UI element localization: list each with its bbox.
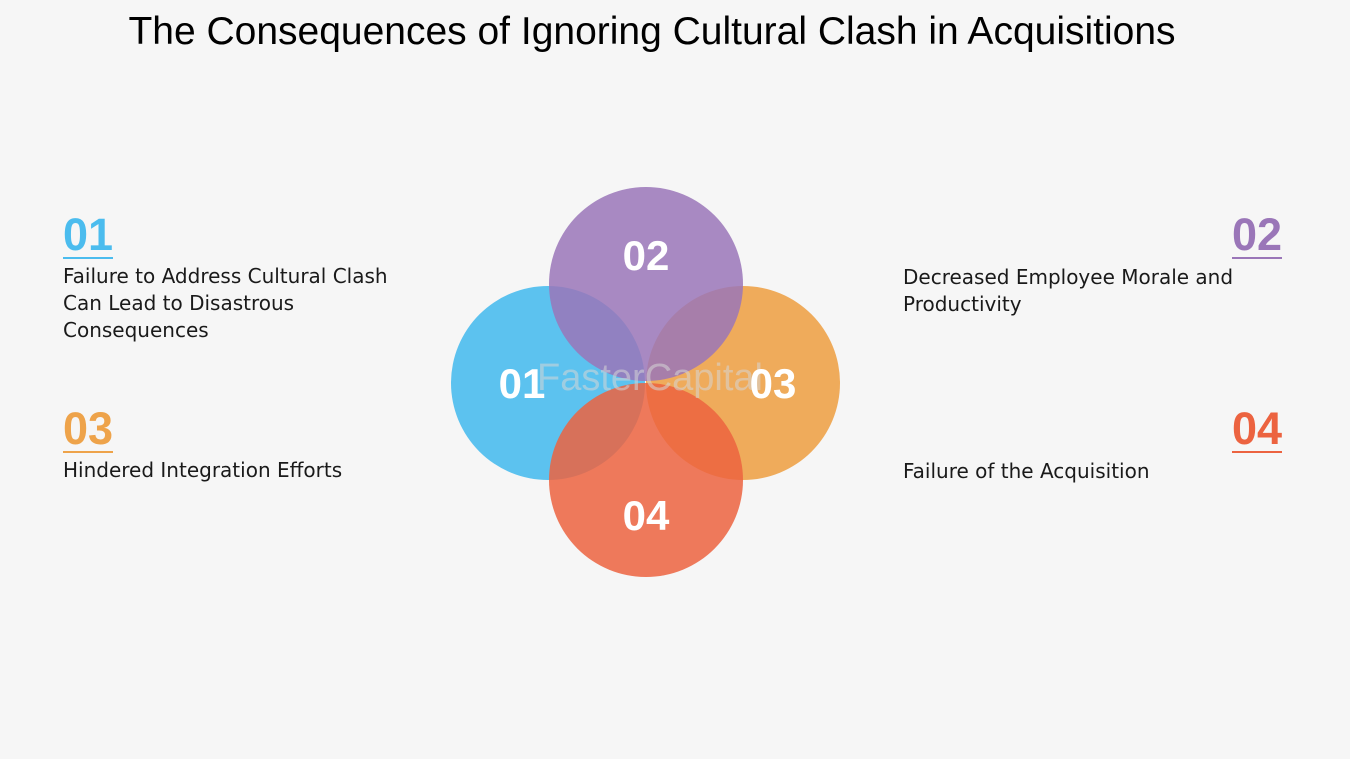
item-02-label: Decreased Employee Morale and Productivi… [903, 265, 1234, 316]
circle-03-number: 03 [750, 360, 797, 407]
item-04: 04 Failure of the Acquisition [903, 403, 1288, 485]
item-01-label: Failure to Address Cultural Clash Can Le… [63, 264, 388, 342]
circle-01-number: 01 [499, 360, 546, 407]
item-03: 03 Hindered Integration Efforts [63, 403, 423, 484]
circle-02-number: 02 [623, 232, 670, 279]
item-02: 02 Decreased Employee Morale and Product… [903, 209, 1288, 318]
page-title: The Consequences of Ignoring Cultural Cl… [128, 10, 1176, 53]
item-03-label: Hindered Integration Efforts [63, 458, 343, 482]
circle-04 [549, 383, 743, 577]
venn-diagram: FasterCapital 01 02 03 04 [451, 187, 840, 577]
item-02-number: 02 [1231, 209, 1282, 260]
item-01-number: 01 [63, 209, 114, 260]
item-04-label: Failure of the Acquisition [903, 459, 1150, 483]
watermark-text: FasterCapital [537, 357, 763, 399]
item-03-number: 03 [63, 403, 114, 454]
item-04-number: 04 [1231, 403, 1282, 454]
circle-02 [549, 187, 743, 381]
circle-04-number: 04 [623, 492, 670, 539]
item-01: 01 Failure to Address Cultural Clash Can… [63, 209, 423, 344]
